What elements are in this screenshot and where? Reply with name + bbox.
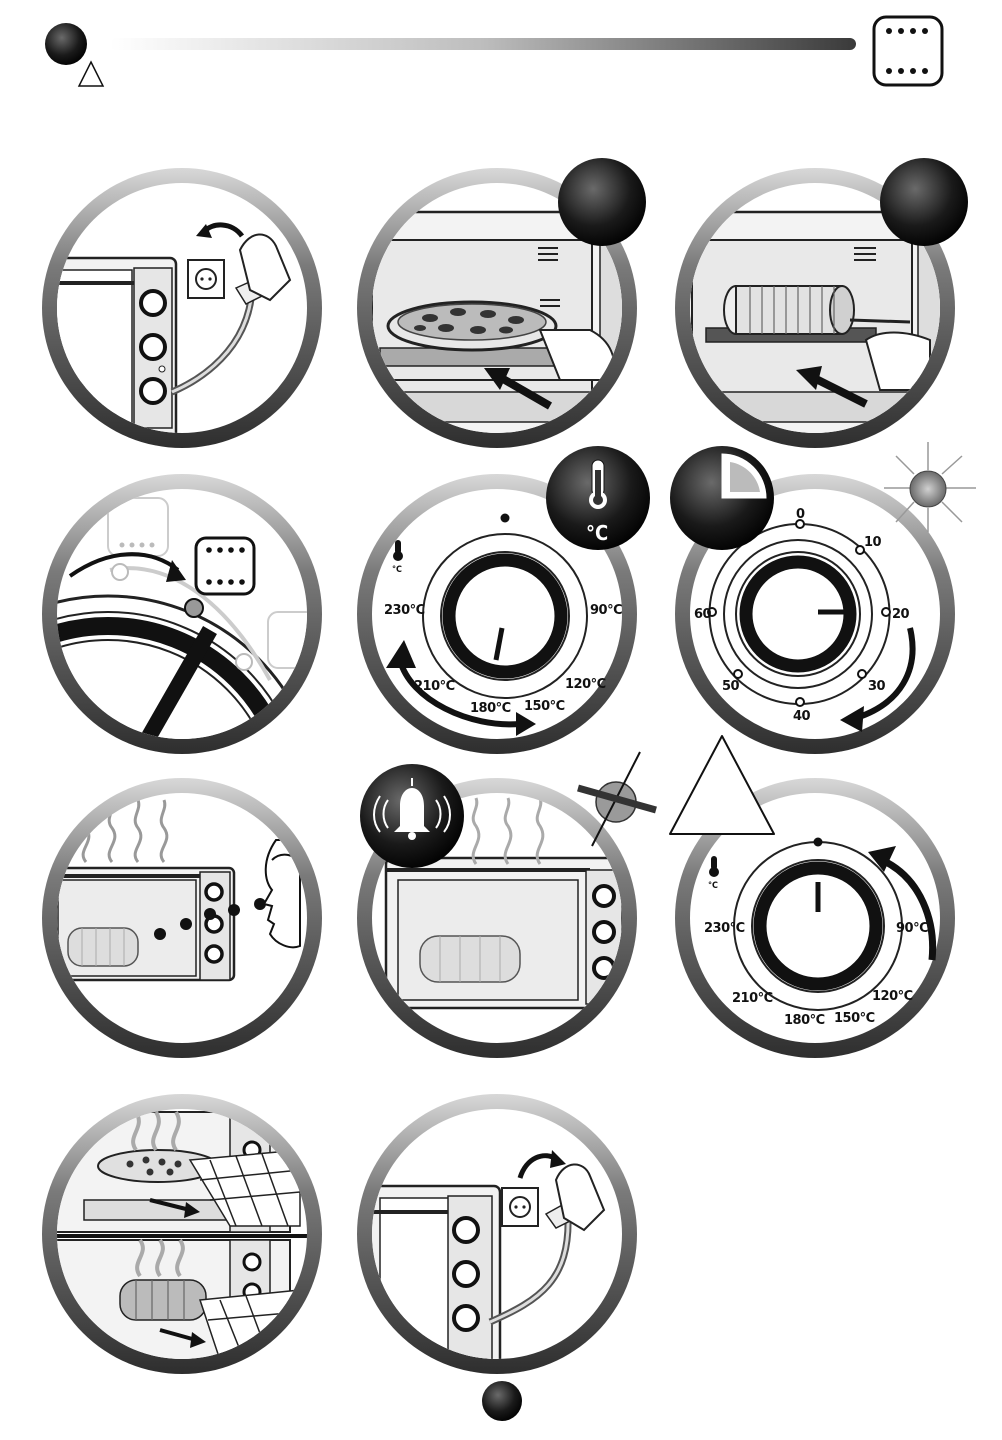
unit-label: °C [392,565,402,575]
step-badge-icon [880,158,968,246]
header-gradient-bar [110,38,856,50]
step-insert-pizza [357,158,646,448]
timer-badge-icon [670,446,774,550]
timer-label-60: 60 [694,607,712,622]
step-remove-food [40,1094,322,1374]
dial-label-230: 230°C [704,921,745,936]
timer-label-10: 10 [864,535,882,550]
header [45,17,942,86]
dial-label-90: 90°C [590,603,622,618]
timer-label-40: 40 [793,709,811,724]
step-set-temperature: °C 230°C 90°C 210°C 120°C 180°C 150°C °C [357,446,650,754]
dial-label-210: 210°C [732,991,773,1006]
oven-mode-icon [874,17,942,85]
step-smoke-warning [42,778,322,1058]
unit-label: °C [708,881,718,891]
timer-label-30: 30 [868,679,886,694]
timer-label-20: 20 [892,607,910,622]
dial-label-180: 180°C [784,1013,825,1028]
dial-label-180: 180°C [470,701,511,716]
dial-label-150: 150°C [834,1011,875,1026]
step-plug-in [40,168,322,448]
step-insert-roast [675,158,968,448]
page-bullet-icon [482,1381,522,1421]
warning-triangle-icon [79,62,103,86]
step-bullet-icon [45,23,87,65]
dial-label-150: 150°C [524,699,565,714]
warning-triangle-icon [670,736,774,834]
dial-label-90: 90°C [896,921,928,936]
dial-label-120: 120°C [565,677,606,692]
bell-badge-icon [360,764,464,868]
step-bell-signal [357,752,656,1058]
step-set-timer: 0 10 20 30 40 50 60 [670,442,976,754]
dial-label-120: 120°C [872,989,913,1004]
badge-unit-label: °C [586,521,608,545]
timer-label-50: 50 [722,679,740,694]
timer-label-0: 0 [796,507,805,522]
thermometer-badge-icon: °C [546,446,650,550]
step-turn-off: °C 230°C 90°C 210°C 120°C 180°C 150°C [670,736,955,1058]
step-unplug [357,1094,637,1374]
step-badge-icon [558,158,646,246]
dial-label-230: 230°C [384,603,425,618]
